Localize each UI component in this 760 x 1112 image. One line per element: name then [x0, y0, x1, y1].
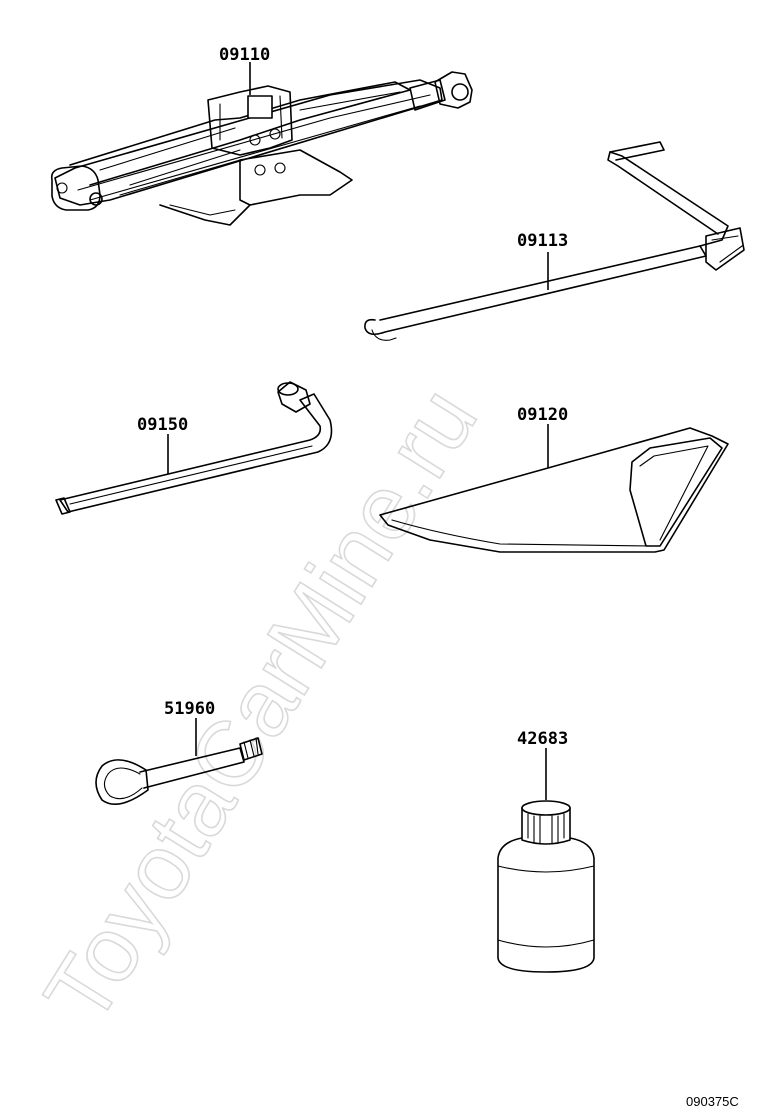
part-number-51960: 51960: [164, 699, 215, 719]
part-number-09113: 09113: [517, 231, 568, 251]
diagram-code: 090375C: [686, 1094, 739, 1109]
part-number-09120: 09120: [517, 405, 568, 425]
towing-eyelet-drawing: [95, 718, 263, 806]
jack-drawing: [50, 62, 473, 226]
wheel-nut-wrench-drawing: [55, 381, 333, 515]
tool-bag-drawing: [379, 424, 729, 553]
watermark-text: ToyotaCarMine.ru: [25, 371, 496, 1041]
jack-handle-drawing: [364, 141, 745, 341]
part-number-42683: 42683: [517, 729, 568, 749]
sealant-bottle-drawing: [497, 748, 595, 973]
part-number-09110: 09110: [219, 45, 270, 65]
part-number-09150: 09150: [137, 415, 188, 435]
